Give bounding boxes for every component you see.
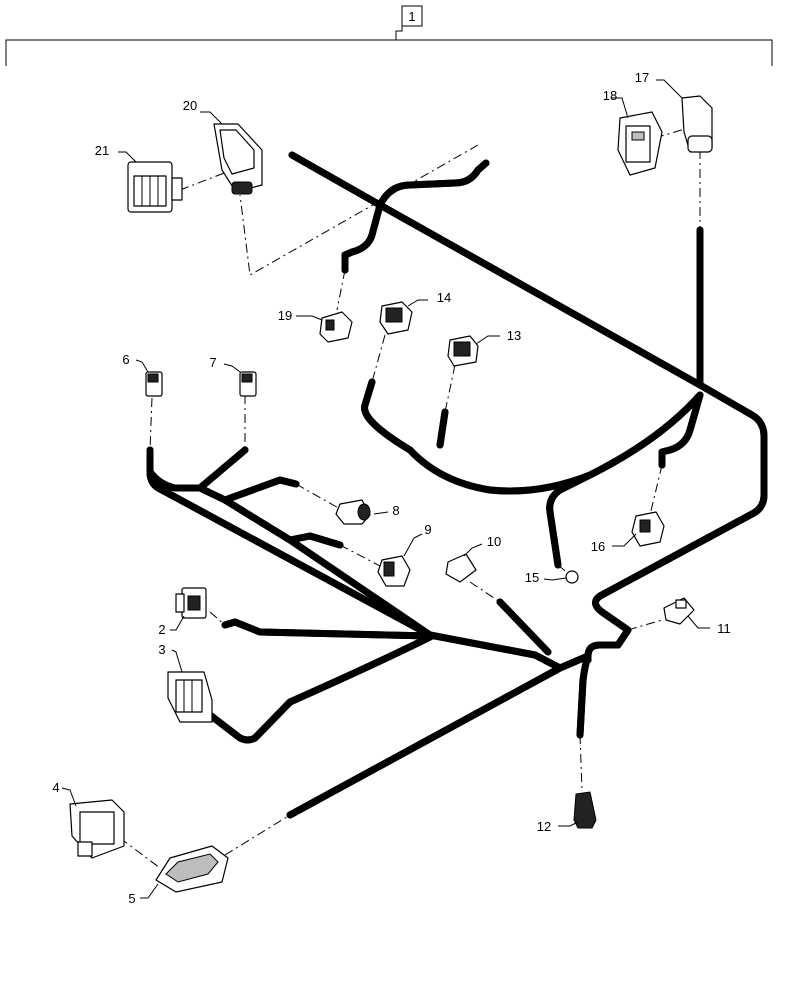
callout-2: 2 [158, 622, 165, 637]
callout-13: 13 [507, 328, 521, 343]
callout-21: 21 [95, 143, 109, 158]
connector-21 [127, 161, 183, 213]
callout-4: 4 [52, 780, 59, 795]
connector-15 [565, 570, 579, 584]
connector-3 [167, 671, 213, 723]
callout-labels: 20 21 18 17 19 14 13 6 7 8 9 10 15 16 11… [52, 70, 730, 906]
connector-18 [617, 111, 663, 176]
connector-7 [239, 371, 257, 397]
connector-12 [573, 791, 597, 829]
assembly-bracket: 1 [5, 5, 773, 66]
callout-19: 19 [278, 308, 292, 323]
callout-8: 8 [392, 503, 399, 518]
callout-16: 16 [591, 539, 605, 554]
connector-6 [145, 371, 163, 397]
callout-9: 9 [424, 522, 431, 537]
callout-10: 10 [487, 534, 501, 549]
connector-9 [377, 555, 411, 587]
callout-18: 18 [603, 88, 617, 103]
connector-17 [681, 95, 713, 153]
callout-3: 3 [158, 642, 165, 657]
harness-cables [146, 151, 768, 819]
callout-12: 12 [537, 819, 551, 834]
callout-leaders [61, 79, 710, 899]
connector-5 [155, 845, 229, 893]
callout-20: 20 [183, 98, 197, 113]
callout-15: 15 [525, 570, 539, 585]
callout-14: 14 [437, 290, 451, 305]
connector-8 [335, 499, 371, 525]
callout-6: 6 [122, 352, 129, 367]
callout-5: 5 [128, 891, 135, 906]
connector-19 [319, 311, 353, 343]
callout-1: 1 [408, 9, 415, 24]
callout-11: 11 [717, 621, 731, 636]
connector-20 [213, 123, 263, 195]
connector-10 [445, 553, 477, 583]
callout-7: 7 [209, 355, 216, 370]
connector-14 [379, 301, 413, 335]
callout-17: 17 [635, 70, 649, 85]
connector-13 [447, 335, 479, 367]
connector-16 [631, 511, 665, 547]
connection-dash-lines [119, 127, 701, 869]
connector-2 [175, 587, 207, 619]
connector-4 [69, 799, 125, 859]
connector-11 [663, 597, 695, 625]
